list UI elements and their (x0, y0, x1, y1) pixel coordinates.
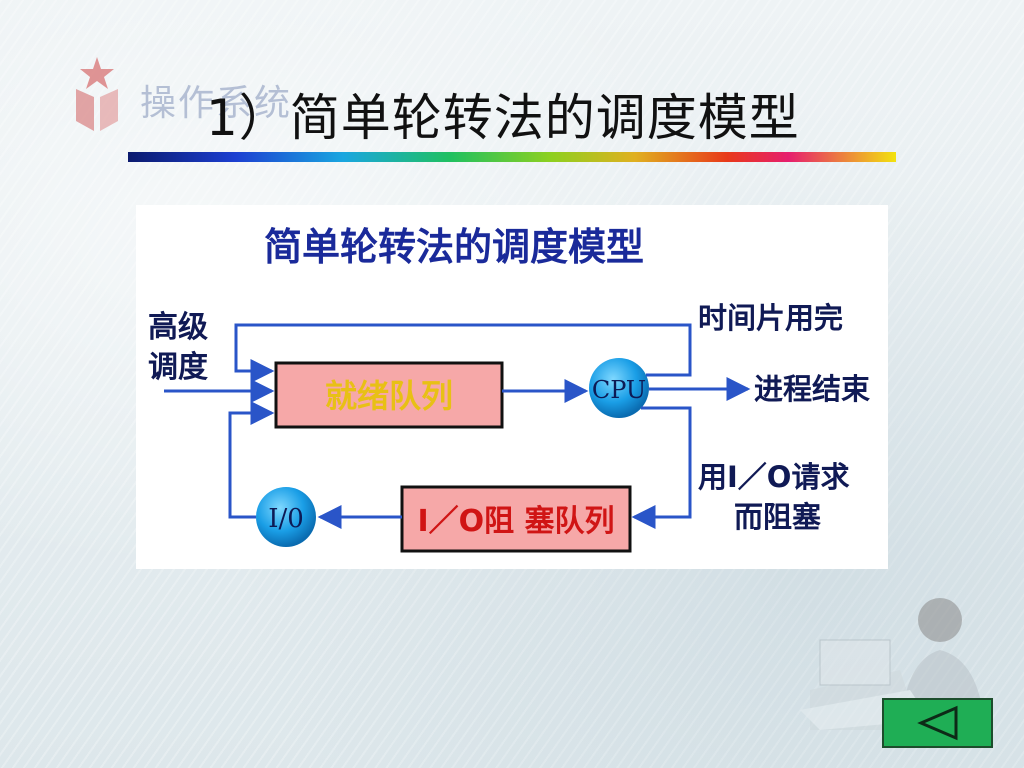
io-block-queue-box (400, 485, 632, 553)
ready-queue-box (274, 361, 504, 429)
arrow-time-slice-loop (234, 323, 692, 383)
label-io-request: 用I／O请求 (698, 460, 849, 494)
triangle-left-icon (916, 705, 957, 741)
diagram-heading: 简单轮转法的调度模型 (264, 224, 644, 269)
ready-queue-label: 就绪队列 (325, 377, 453, 415)
title-gradient-bar (128, 152, 896, 162)
label-time-slice: 时间片用完 (698, 301, 843, 335)
label-blocked: 而阻塞 (734, 500, 821, 534)
io-node (256, 487, 316, 547)
cpu-label: CPU (592, 376, 646, 404)
os-logo-icon (70, 55, 124, 133)
back-button[interactable] (882, 698, 993, 748)
arrow-io-request (631, 406, 692, 529)
scheduling-diagram: 简单轮转法的调度模型 高级 调度 时间片用完 进程结束 用I／O请求 而阻塞 就… (136, 205, 888, 569)
cpu-node (589, 358, 649, 418)
label-process-end: 进程结束 (754, 372, 870, 406)
io-label: I/0 (268, 504, 304, 534)
label-scheduling: 调度 (148, 350, 208, 385)
label-high-level: 高级 (148, 310, 208, 345)
logo-text: 操作系统 (140, 83, 293, 124)
arrow-io-to-ready (228, 401, 275, 519)
io-block-queue-label: I／O阻 塞队列 (417, 504, 614, 539)
slide-title: 1）简单轮转法的调度模型 (206, 89, 800, 147)
